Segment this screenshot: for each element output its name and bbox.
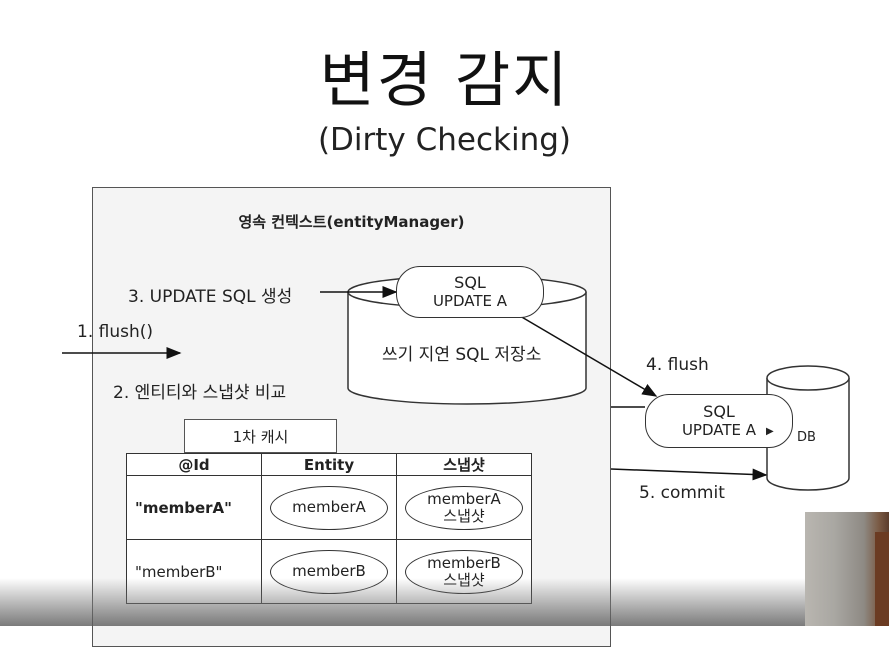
entity-ellipse: memberA xyxy=(270,485,388,530)
cache-row-entity-cell: memberA xyxy=(261,475,397,540)
db-cylinder-top xyxy=(766,365,850,391)
step-flush-db-label: 4. flush xyxy=(646,355,709,375)
snapshot-label: 스냅샷 xyxy=(443,506,485,525)
db-sql-update: UPDATE A xyxy=(681,421,757,439)
cache-row: "memberA" memberA memberA 스냅샷 xyxy=(126,475,532,540)
cache-row-snapshot-cell: memberA 스냅샷 xyxy=(396,475,532,540)
store-sql-label: SQL xyxy=(454,273,486,292)
first-level-cache-tab: 1차 캐시 xyxy=(184,419,337,453)
commit-arrow xyxy=(610,468,768,481)
step-commit-label: 5. commit xyxy=(639,483,725,503)
cursor-icon: ▶ xyxy=(766,426,774,437)
cache-row-id: "memberA" xyxy=(126,475,262,540)
db-sql-pill: SQL UPDATE A xyxy=(645,394,793,448)
cache-header-snapshot: 스냅샷 xyxy=(396,453,532,476)
snapshot-ellipse: memberA 스냅샷 xyxy=(405,485,523,530)
flush-db-arrow xyxy=(519,315,658,397)
step-flush-label: 1. flush() xyxy=(77,322,154,342)
cache-header-entity: Entity xyxy=(261,453,397,476)
step-update-sql-label: 3. UPDATE SQL 생성 xyxy=(128,287,293,307)
store-sql-pill: SQL UPDATE A xyxy=(396,266,544,318)
store-sql-update: UPDATE A xyxy=(432,292,508,310)
page-subtitle: (Dirty Checking) xyxy=(317,122,572,158)
webcam-chair xyxy=(875,532,889,626)
cache-header-row: @Id Entity 스냅샷 xyxy=(126,453,532,476)
snapshot-name: memberA xyxy=(427,489,501,508)
video-bottom-fade xyxy=(0,578,889,626)
cache-header-id: @Id xyxy=(126,453,262,476)
db-sql-label: SQL xyxy=(703,402,735,421)
webcam-thumbnail xyxy=(805,512,889,626)
sql-store-label: 쓰기 지연 SQL 저장소 xyxy=(382,345,542,365)
step-compare-label: 2. 엔티티와 스냅샷 비교 xyxy=(113,383,287,403)
persistence-context-label: 영속 컨텍스트(entityManager) xyxy=(238,213,465,231)
snapshot-name: memberB xyxy=(427,553,501,572)
page-title: 변경 감지 xyxy=(319,46,570,116)
db-label: DB xyxy=(797,430,816,445)
